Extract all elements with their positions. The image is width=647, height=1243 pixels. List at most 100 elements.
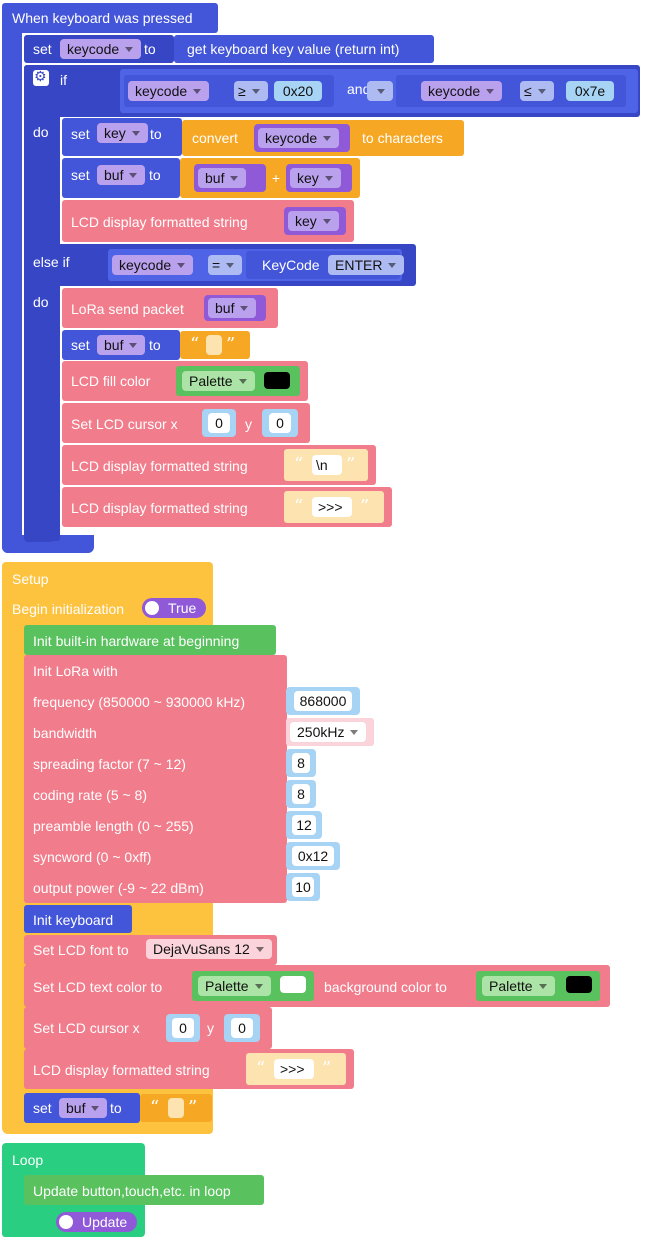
lcd-display-newline-block[interactable]: LCD display formatted string “ \n ” xyxy=(62,445,376,485)
string-field[interactable] xyxy=(206,335,222,355)
set-lcd-font-block[interactable]: Set LCD font to DejaVuSans 12 xyxy=(24,935,277,965)
lora-send-packet-block[interactable]: LoRa send packet buf xyxy=(62,288,278,328)
buf-var-dropdown[interactable]: buf xyxy=(97,335,146,355)
buf-var-dropdown[interactable]: buf xyxy=(59,1098,108,1118)
cond-left-var-dropdown[interactable]: keycode xyxy=(128,81,210,101)
key-var-block[interactable]: key xyxy=(284,207,346,235)
spreading-factor-field[interactable]: 8 xyxy=(292,753,310,773)
bg-palette-block[interactable]: Palette xyxy=(476,971,600,1001)
ge-operator-dropdown[interactable]: ≥ xyxy=(234,81,268,101)
set-buf-empty-block[interactable]: set buf to xyxy=(62,330,180,360)
bandwidth-dropdown[interactable]: 250kHz xyxy=(290,722,367,742)
cursor-y-field[interactable]: 0 xyxy=(231,1018,253,1038)
font-dropdown[interactable]: DejaVuSans 12 xyxy=(146,939,272,959)
keycode-constant-block[interactable]: KeyCode ENTER xyxy=(246,251,405,279)
empty-string-block[interactable]: “ ” xyxy=(180,331,250,359)
empty-string-block[interactable]: “ ” xyxy=(140,1094,212,1122)
gear-icon[interactable] xyxy=(33,69,49,86)
set-keycode-block[interactable]: set keycode to xyxy=(24,35,174,63)
begin-true-toggle[interactable]: True xyxy=(142,598,207,618)
key-var-block[interactable]: key xyxy=(286,164,352,192)
keycode-var-dropdown[interactable]: keycode xyxy=(112,255,194,275)
value-0x20[interactable]: 0x20 xyxy=(274,81,322,101)
lcd-display-prompt-block[interactable]: LCD display formatted string “ >>> ” xyxy=(62,487,392,527)
set-lcd-cursor-label: Set LCD cursor x xyxy=(33,1020,140,1036)
init-builtin-hardware-block[interactable]: Init built-in hardware at beginning xyxy=(24,625,276,655)
if-block[interactable] xyxy=(24,65,60,541)
bg-palette-dropdown[interactable]: Palette xyxy=(482,976,555,996)
le-compare-block[interactable]: keycode ≤ 0x7e xyxy=(396,75,626,107)
frequency-field[interactable]: 868000 xyxy=(294,691,352,711)
keycode-var-dropdown[interactable]: keycode xyxy=(60,39,142,59)
buf-var-dropdown[interactable]: buf xyxy=(198,168,247,188)
lcd-fill-color-block[interactable]: LCD fill color Palette xyxy=(62,361,308,401)
syncword-block[interactable]: 0x12 xyxy=(286,842,340,870)
prompt-string-field[interactable]: >>> xyxy=(274,1059,314,1079)
coding-rate-field[interactable]: 8 xyxy=(292,784,310,804)
buf-var-dropdown[interactable]: buf xyxy=(208,298,257,318)
convert-to-characters-block[interactable]: convert keycode to characters xyxy=(182,120,464,156)
init-keyboard-block[interactable]: Init keyboard xyxy=(24,905,132,933)
prompt-string-block[interactable]: “ >>> ” xyxy=(284,491,384,523)
cursor-x-block[interactable]: 0 xyxy=(202,409,236,437)
cond-right-var-dropdown[interactable]: keycode xyxy=(421,81,503,101)
set-lcd-cursor-block[interactable]: Set LCD cursor x 0 y 0 xyxy=(24,1007,272,1049)
set-lcd-cursor-block[interactable]: Set LCD cursor x 0 y 0 xyxy=(62,403,310,443)
set-key-block[interactable]: set key to xyxy=(62,118,182,156)
coding-rate-block[interactable]: 8 xyxy=(286,780,316,808)
key-var-dropdown[interactable]: key xyxy=(97,123,148,143)
cursor-y-block[interactable]: 0 xyxy=(262,409,298,437)
value-0x7e[interactable]: 0x7e xyxy=(566,81,614,101)
keycode-var-block[interactable]: keycode xyxy=(254,124,350,152)
output-power-block[interactable]: 10 xyxy=(286,873,320,901)
concat-block[interactable]: buf + key xyxy=(180,158,360,198)
set-buf-empty-block[interactable]: set buf to xyxy=(24,1093,140,1123)
preamble-length-block[interactable]: 12 xyxy=(286,811,322,839)
lcd-display-prompt-block[interactable]: LCD display formatted string “ >>> ” xyxy=(24,1049,354,1089)
and-dropdown[interactable] xyxy=(367,81,393,101)
syncword-field[interactable]: 0x12 xyxy=(292,846,334,866)
prompt-string-block[interactable]: “ >>> ” xyxy=(246,1053,346,1085)
cursor-x-block[interactable]: 0 xyxy=(166,1014,200,1042)
newline-string-field[interactable]: \n xyxy=(312,455,342,475)
preamble-length-field[interactable]: 12 xyxy=(292,815,316,835)
output-power-field[interactable]: 10 xyxy=(292,877,314,897)
palette-dropdown[interactable]: Palette xyxy=(182,371,255,391)
cursor-y-field[interactable]: 0 xyxy=(269,413,291,433)
buf-var-block[interactable]: buf xyxy=(204,295,266,321)
key-var-dropdown[interactable]: key xyxy=(290,168,341,188)
update-toggle[interactable]: Update xyxy=(56,1212,138,1232)
color-swatch-black[interactable] xyxy=(264,372,290,389)
buf-var-block[interactable]: buf xyxy=(194,164,266,192)
cursor-x-field[interactable]: 0 xyxy=(208,413,230,433)
keycode-var-dropdown[interactable]: keycode xyxy=(258,128,340,148)
equals-compare-block[interactable]: keycode = KeyCode ENTER xyxy=(108,249,405,281)
set-lcd-text-color-block[interactable]: Set LCD text color to Palette background… xyxy=(24,965,610,1007)
buf-var-dropdown[interactable]: buf xyxy=(97,165,146,185)
text-palette-block[interactable]: Palette xyxy=(192,971,314,1001)
newline-string-block[interactable]: “ \n ” xyxy=(284,449,368,481)
lcd-display-key-block[interactable]: LCD display formatted string key xyxy=(62,200,354,242)
update-in-loop-block[interactable]: Update button,touch,etc. in loop xyxy=(24,1175,264,1205)
bandwidth-block[interactable]: 250kHz xyxy=(286,718,374,746)
keyboard-event-block[interactable]: When keyboard was pressed xyxy=(2,3,218,33)
to-label: to xyxy=(149,337,161,353)
frequency-block[interactable]: 868000 xyxy=(286,687,360,715)
init-lora-block[interactable]: Init LoRa with frequency (850000 ~ 93000… xyxy=(24,655,287,903)
palette-block[interactable]: Palette xyxy=(176,366,300,396)
set-buf-block[interactable]: set buf to xyxy=(62,158,180,198)
string-field[interactable] xyxy=(168,1098,184,1118)
get-key-value-block[interactable]: get keyboard key value (return int) xyxy=(174,35,434,63)
color-swatch-white[interactable] xyxy=(280,976,306,993)
ge-compare-block[interactable]: keycode ≥ 0x20 xyxy=(124,75,334,107)
cursor-x-field[interactable]: 0 xyxy=(172,1018,194,1038)
equals-operator-dropdown[interactable]: = xyxy=(208,255,243,275)
enter-key-dropdown[interactable]: ENTER xyxy=(328,255,405,275)
spreading-factor-block[interactable]: 8 xyxy=(286,749,316,777)
text-palette-dropdown[interactable]: Palette xyxy=(198,976,271,996)
le-operator-dropdown[interactable]: ≤ xyxy=(520,81,554,101)
key-var-dropdown[interactable]: key xyxy=(288,211,339,231)
color-swatch-black[interactable] xyxy=(566,976,592,993)
prompt-string-field[interactable]: >>> xyxy=(312,497,352,517)
cursor-y-block[interactable]: 0 xyxy=(224,1014,260,1042)
